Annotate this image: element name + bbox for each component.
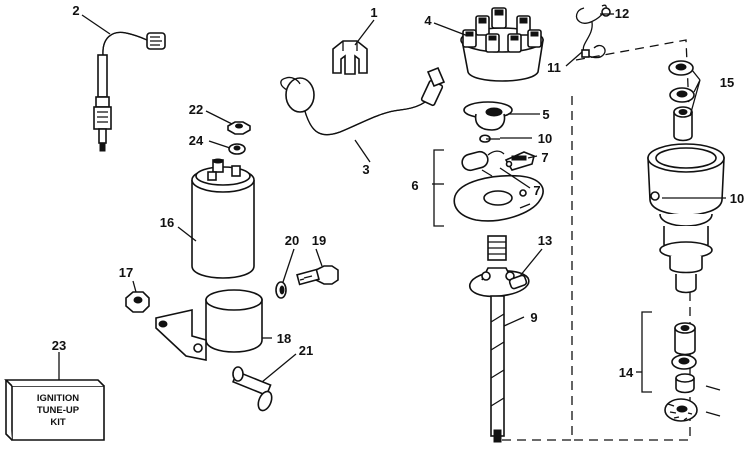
spark-plug-lead-part-2 (93, 31, 166, 152)
callout-22: 22 (189, 102, 203, 117)
assembly-bracket-part-6 (433, 149, 444, 227)
condenser-part-8 (461, 150, 505, 177)
tune-up-kit-part-23: IGNITION TUNE-UP KIT (4, 379, 105, 441)
callout-11: 11 (547, 60, 561, 75)
callout-16: 16 (160, 215, 174, 230)
coil-nut-part-22 (227, 121, 251, 135)
callout-labels: 2 1 3 4 5 10 7 6 7 9 13 12 11 15 10 14 2… (52, 3, 744, 380)
callout-3: 3 (362, 162, 369, 177)
kit-label-line2: TUNE-UP (37, 405, 80, 416)
callout-24: 24 (189, 133, 204, 148)
callout-17: 17 (119, 265, 133, 280)
callout-14: 13 (538, 233, 552, 248)
wire-clip-part-1 (332, 40, 368, 75)
long-bolt-part-21 (232, 366, 273, 412)
callout-21: 21 (299, 343, 313, 358)
callout-10-lower: 10 (730, 191, 744, 206)
callout-2: 2 (72, 3, 79, 18)
ground-wire-part-11-12 (575, 4, 611, 59)
rotor-part-5 (463, 101, 513, 131)
callout-20: 20 (285, 233, 299, 248)
guide-line-upper (575, 39, 691, 133)
bolt-part-19 (296, 265, 339, 286)
leader-lines (58, 13, 726, 383)
gear-kit-part-13 (664, 322, 721, 422)
nut-part-17 (125, 291, 150, 313)
callout-15: 15 (720, 75, 734, 90)
gear-kit-bracket-part-13 (641, 311, 652, 393)
coil-lead-part-3 (280, 66, 446, 136)
callout-18: 18 (277, 331, 291, 346)
callout-12: 12 (615, 6, 629, 21)
distributor-shaft-part-9 (469, 235, 530, 443)
callout-8: 7 (533, 183, 540, 198)
callout-13: 14 (619, 365, 634, 380)
callout-23: 23 (52, 338, 66, 353)
callout-19: 19 (312, 233, 326, 248)
callout-4: 4 (424, 13, 432, 28)
ignition-coil-part-16 (191, 158, 255, 279)
distributor-housing (647, 143, 725, 294)
contact-points-part-7 (504, 151, 535, 171)
coil-washer-part-24 (228, 143, 246, 155)
kit-label-line3: KIT (50, 417, 66, 428)
callout-7: 7 (541, 150, 548, 165)
lock-washer-part-20 (275, 281, 287, 299)
callout-9: 9 (530, 310, 537, 325)
guide-line-left (494, 96, 573, 441)
coil-bracket-part-18 (155, 289, 263, 361)
callout-10-upper: 10 (538, 131, 552, 146)
distributor-cap-part-4 (460, 7, 544, 82)
washers-part-15 (668, 60, 695, 142)
condenser-screw-part-10 (479, 134, 500, 143)
callout-1: 1 (370, 5, 377, 20)
callout-6: 6 (411, 178, 418, 193)
breaker-plate (453, 174, 544, 222)
callout-5: 5 (542, 107, 549, 122)
kit-label-line1: IGNITION (37, 393, 79, 404)
